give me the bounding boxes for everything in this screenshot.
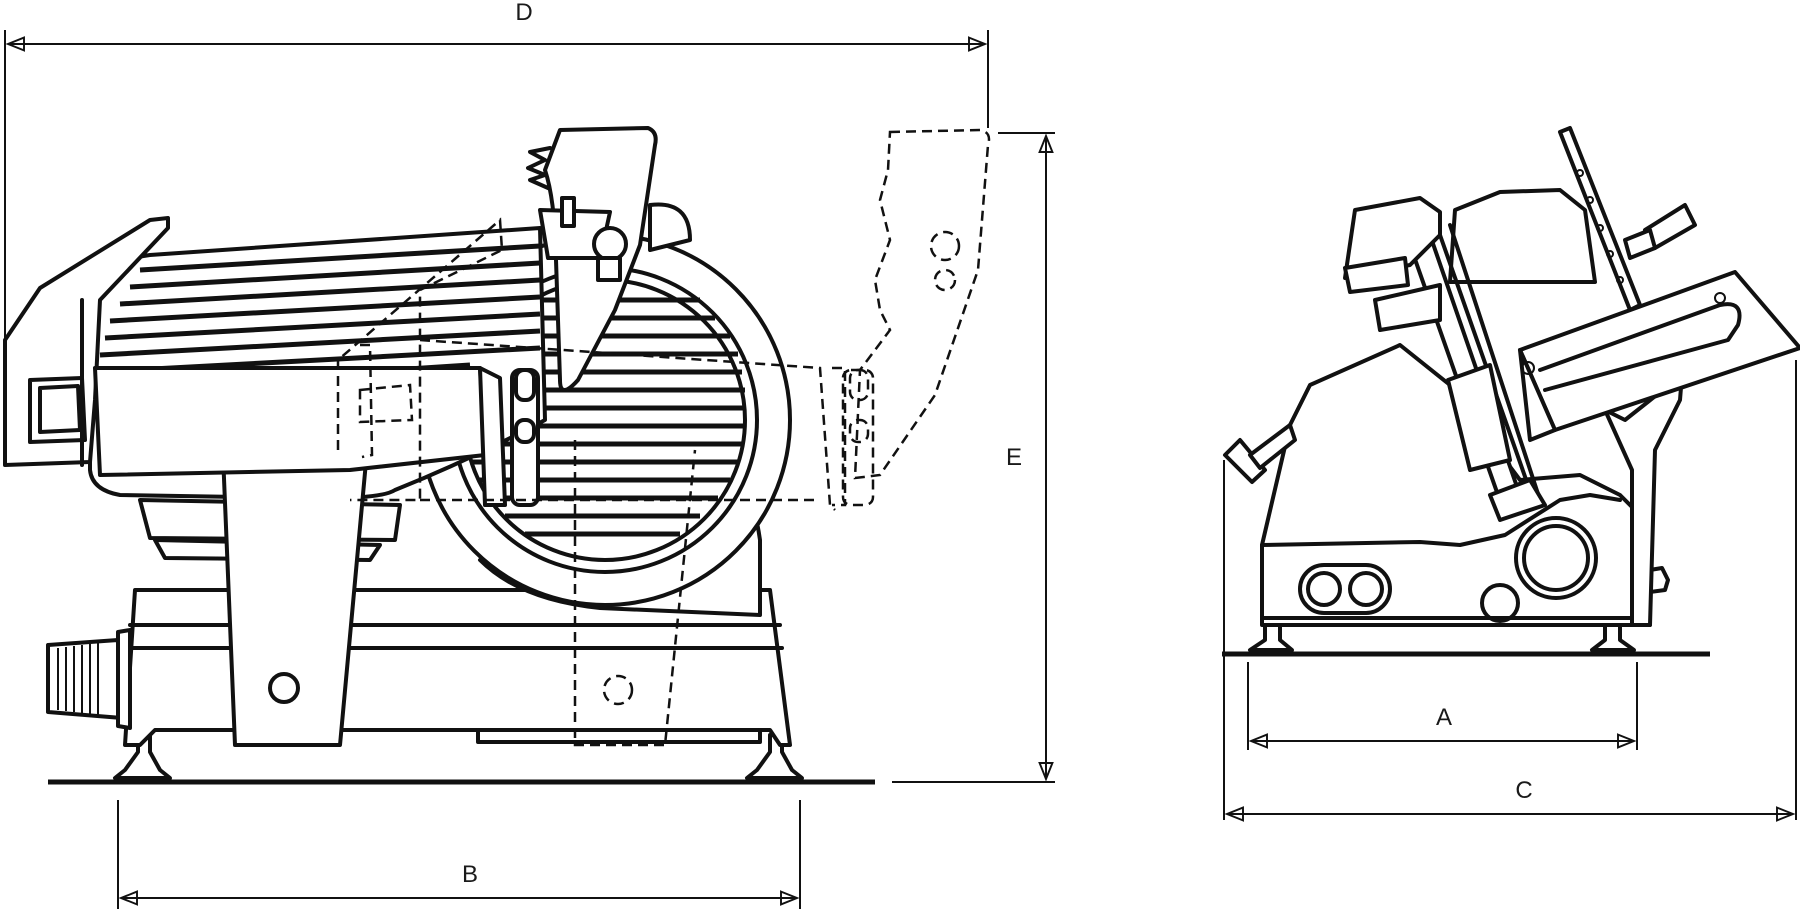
front-adjust-knob xyxy=(46,628,132,730)
dimension-c-label: C xyxy=(1515,777,1532,804)
side-top-block xyxy=(1343,196,1547,522)
dimension-c: C xyxy=(1223,360,1797,822)
side-view: A C xyxy=(1222,126,1800,822)
dimension-e-label: E xyxy=(1006,444,1022,471)
front-handle xyxy=(510,368,540,507)
dimension-d: D xyxy=(4,0,989,345)
dimension-b-label: B xyxy=(462,861,478,888)
front-view: D E B xyxy=(3,0,1055,909)
side-carriage-tray xyxy=(1518,270,1800,442)
dimension-e: E xyxy=(892,132,1055,783)
carriage-platform xyxy=(93,366,507,507)
dimension-d-label: D xyxy=(515,0,532,26)
side-left-knob xyxy=(1223,423,1297,484)
pusher-arm xyxy=(526,126,692,392)
side-vents xyxy=(1298,516,1598,623)
side-pusher-rod xyxy=(1558,126,1697,312)
dashed-alt-positions xyxy=(336,128,991,747)
dimension-a-label: A xyxy=(1436,704,1452,731)
front-left-end-block xyxy=(3,216,170,467)
dimension-a: A xyxy=(1247,662,1638,750)
dimension-b: B xyxy=(117,800,801,909)
